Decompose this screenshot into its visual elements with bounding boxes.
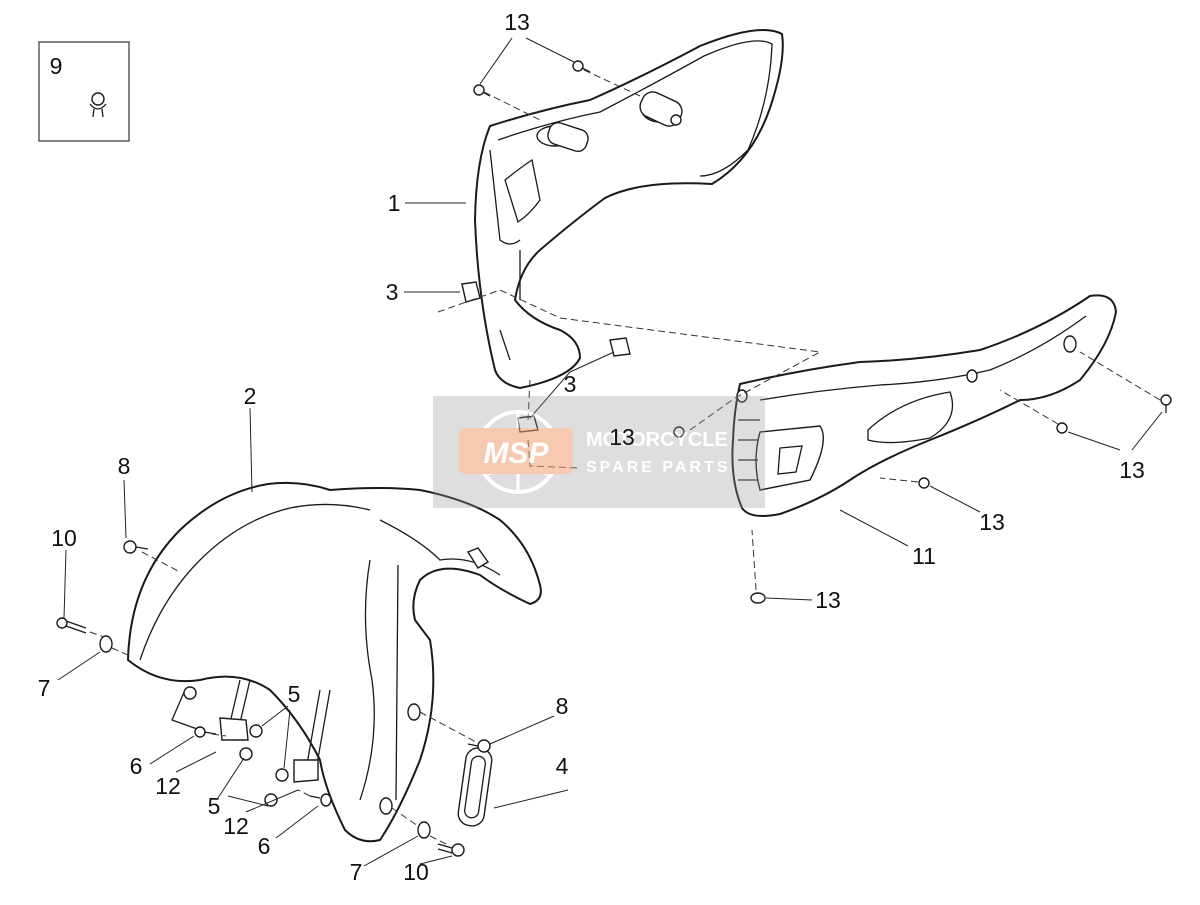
callout-2: 2 — [244, 383, 257, 409]
bolt-6-a — [194, 726, 217, 738]
watermark: MSP MOTORCYCLE SPARE PARTS — [433, 396, 765, 508]
callout-11: 11 — [912, 543, 936, 569]
callout-12-upper: 12 — [155, 773, 181, 799]
callout-13-mid: 13 — [609, 424, 635, 450]
rubber-pad-part-4 — [457, 747, 493, 827]
callout-9: 9 — [50, 53, 63, 79]
callout-10-left: 10 — [51, 525, 77, 551]
nut-5-c — [239, 747, 253, 761]
callout-13-top: 13 — [504, 9, 530, 35]
assembly-lines — [89, 69, 1161, 845]
screw-13-right-1 — [1160, 394, 1172, 413]
nut-5-b — [275, 768, 289, 782]
callout-labels: 9 13 1 3 3 13 13 13 11 13 2 8 10 7 5 8 6… — [38, 9, 1145, 885]
upper-fairing-part-1 — [474, 29, 784, 389]
clip-3-b — [609, 337, 631, 357]
callout-8-right: 8 — [556, 693, 569, 719]
washer-7-right — [417, 821, 431, 839]
callout-1: 1 — [388, 190, 401, 216]
msp-badge — [459, 428, 573, 474]
watermark-badge-text: MSP — [483, 437, 549, 470]
callout-4: 4 — [556, 753, 569, 779]
watermark-line2: SPARE PARTS — [586, 459, 730, 476]
callout-5-upper: 5 — [288, 681, 301, 707]
leader-lines — [57, 37, 1163, 867]
callout-7-left: 7 — [38, 675, 51, 701]
bolt-8-left — [123, 540, 149, 554]
callout-13-right: 13 — [1119, 457, 1145, 483]
callout-3-upper: 3 — [386, 279, 399, 305]
callout-6-left: 6 — [130, 753, 143, 779]
bracket-arms — [219, 679, 331, 783]
screw-13-mid — [673, 426, 685, 438]
screw-13-top-right — [572, 60, 591, 73]
nut-5-a — [249, 724, 263, 738]
bolt-10-right — [437, 843, 465, 857]
callout-5-lower: 5 — [208, 793, 221, 819]
bolt-8-right — [467, 739, 491, 753]
screw-13-right-2 — [1056, 422, 1068, 434]
screw-13-top-left — [473, 84, 491, 97]
callout-3-lower: 3 — [564, 371, 577, 397]
watermark-line1: MOTORCYCLE — [586, 429, 728, 451]
washer-7-left — [99, 635, 113, 653]
callout-7-right: 7 — [350, 859, 363, 885]
inset-box — [38, 41, 130, 142]
callout-10-right: 10 — [403, 859, 429, 885]
bolt-10-left — [56, 617, 87, 634]
lower-fairing-part-11 — [731, 294, 1117, 517]
screw-13-right-3 — [918, 477, 930, 489]
callout-13-lower-right: 13 — [979, 509, 1005, 535]
callout-12-lower: 12 — [223, 813, 249, 839]
callout-13-bottom: 13 — [815, 587, 841, 613]
bolt-6-b — [309, 793, 332, 807]
clip-part-9 — [89, 92, 107, 118]
callout-8-left: 8 — [118, 453, 131, 479]
clip-3-a — [461, 281, 481, 303]
screw-13-bottom — [750, 592, 766, 604]
fasteners — [56, 60, 1172, 857]
callout-6-right: 6 — [258, 833, 271, 859]
